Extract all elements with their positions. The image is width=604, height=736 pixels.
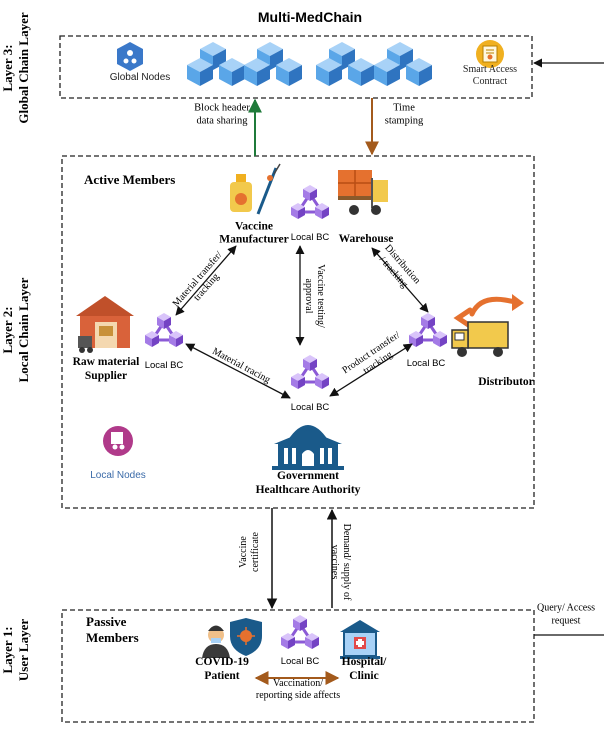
blockchain-cluster-4 [374,42,432,86]
vaccine-testing-label: Vaccine testing/approval [303,264,326,328]
global-nodes-label: Global Nodes [110,72,171,83]
local-bc-user-label: Local BC [281,656,320,667]
user-layer-box [61,609,535,723]
local-nodes-icon [103,426,133,456]
edge-warehouse-distributor [371,247,429,313]
local-bc-government-label: Local BC [291,402,330,413]
blockchain-cluster-3 [316,42,374,86]
edge-manufacturer-supplier [175,245,237,316]
warehouse-label: Warehouse [339,233,394,245]
layer-1-label: Layer 1:User Layer [0,619,31,681]
local-nodes-label: Local Nodes [90,470,146,481]
warehouse-icon [338,170,388,215]
smart-contract-icon [476,40,504,68]
local-bc-distributor [409,313,447,347]
distributor-label: Distributor [478,376,534,388]
vaccination-label: Vaccination/reporting side affects [256,678,340,701]
edge-supplier-government [185,343,291,399]
local-bc-manufacturer [291,185,329,219]
hospital-icon [340,620,380,659]
distributor-icon [451,294,524,357]
government-icon [272,425,344,470]
local-bc-user [281,615,319,649]
local-bc-government [291,355,329,389]
active-members-label: Active Members [84,172,175,187]
local-chain-box [61,155,535,509]
vaccine-certificate-label: Vaccinecertificate [238,531,261,572]
edge-government-distributor [329,343,413,397]
vaccine-icon [230,163,281,215]
virus-shield-icon [230,618,262,656]
global-chain-box [59,35,533,99]
material-tracing-label: Material tracing [210,346,272,386]
hospital-label: Hospital/Clinic [342,656,388,682]
demand-supply-label: Demand/ supply ofvaccines [329,524,352,601]
product-transfer-label: Product transfer/tracking [340,330,409,387]
supplier-icon [76,296,134,353]
layer-3-label: Layer 3:Global Chain Layer [0,12,31,123]
diagram-title: Multi-MedChain [258,9,362,25]
local-bc-supplier [145,313,183,347]
local-bc-supplier-label: Local BC [145,360,184,371]
blockchain-cluster-2 [244,42,302,86]
layer-2-label: Layer 2:Local Chain Layer [0,277,31,382]
local-bc-manufacturer-label: Local BC [291,232,330,243]
local-bc-distributor-label: Local BC [407,358,446,369]
global-nodes-icon [117,42,143,71]
patient-icon [202,625,230,658]
distribution-label: Distribution/ tracking [373,243,422,295]
blockchain-cluster-1 [187,42,245,86]
